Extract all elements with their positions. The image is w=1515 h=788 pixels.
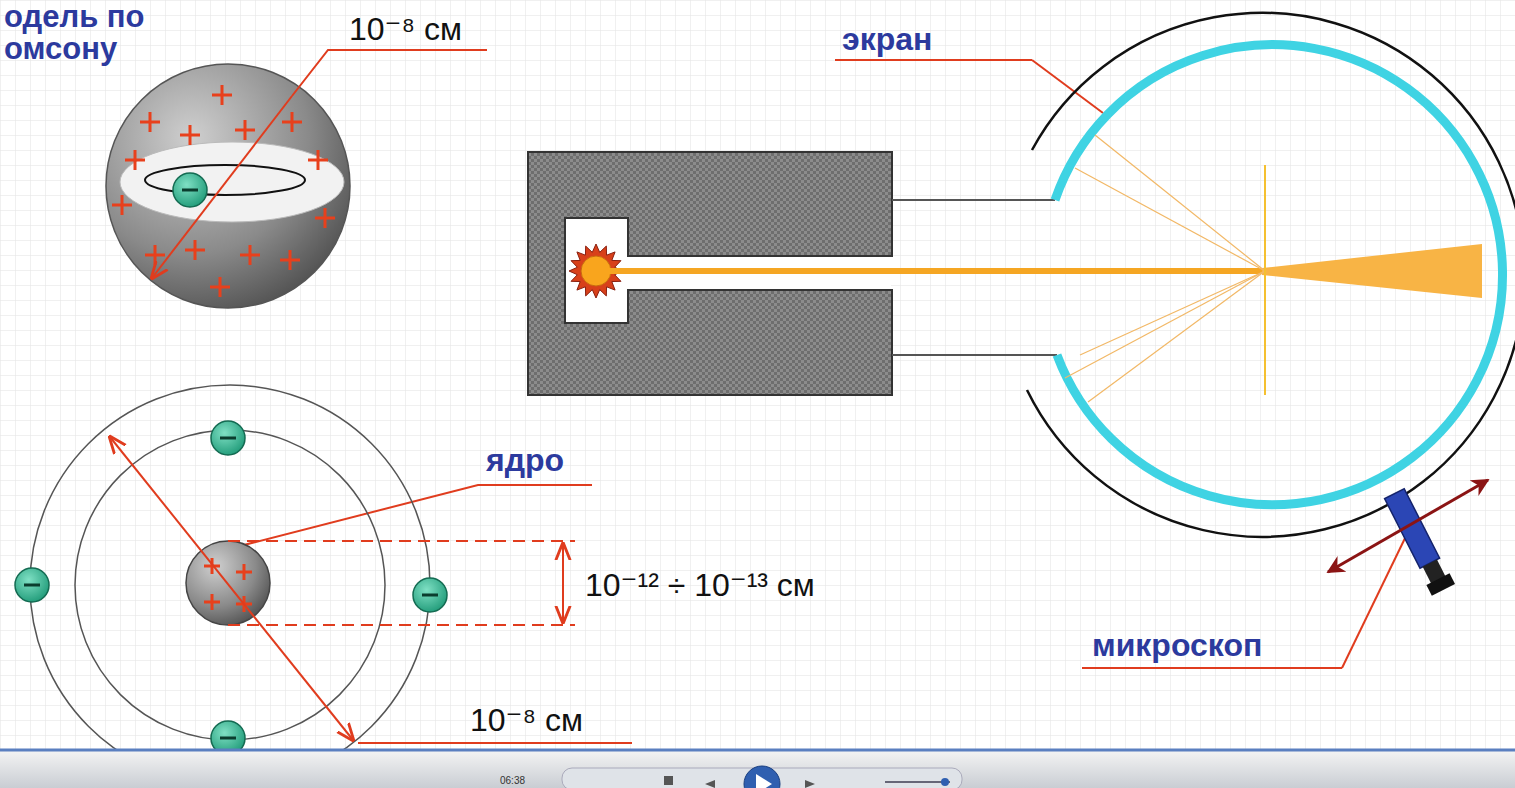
part-name: ядро [486, 443, 564, 478]
electron [211, 421, 245, 455]
positive-charge [308, 150, 328, 170]
player-bar [0, 750, 1515, 788]
positive-charge [145, 245, 165, 265]
positive-charge [185, 240, 205, 260]
vacuum-chamber [1027, 13, 1515, 537]
dimension-label: 10⁻⁸ см [470, 703, 583, 738]
dimension-label: 10⁻¹² ÷ 10⁻¹³ см [585, 568, 815, 603]
positive-charge [180, 125, 200, 145]
fluorescent-screen [1055, 45, 1503, 505]
positive-charge [280, 250, 300, 270]
electron [413, 578, 447, 612]
title-fragment: одель по [4, 0, 144, 34]
part-name: микроскоп [1092, 628, 1262, 663]
positive-charge [240, 245, 260, 265]
positive-charge [315, 208, 335, 228]
time-code: 06:38 [500, 775, 525, 786]
motion-arrow [1328, 480, 1488, 572]
positive-charge [125, 150, 145, 170]
tubes [892, 200, 1057, 355]
leader-lines [152, 50, 1408, 743]
positive-charge [236, 564, 252, 580]
positive-charge [235, 120, 255, 140]
positive-charge [140, 112, 160, 132]
rutherford-atom [15, 385, 447, 785]
electron [15, 568, 49, 602]
positive-charge [204, 594, 220, 610]
alpha-beam [610, 135, 1482, 402]
part-name: экран [842, 22, 932, 57]
positive-charge [282, 112, 302, 132]
dimension-lines [110, 437, 575, 740]
positive-charge [210, 277, 230, 297]
positive-charge [212, 85, 232, 105]
dimension-label: 10⁻⁸ см [349, 12, 462, 47]
thomson-atom [106, 64, 350, 308]
positive-charge [112, 195, 132, 215]
title-fragment: омсону [4, 32, 117, 66]
